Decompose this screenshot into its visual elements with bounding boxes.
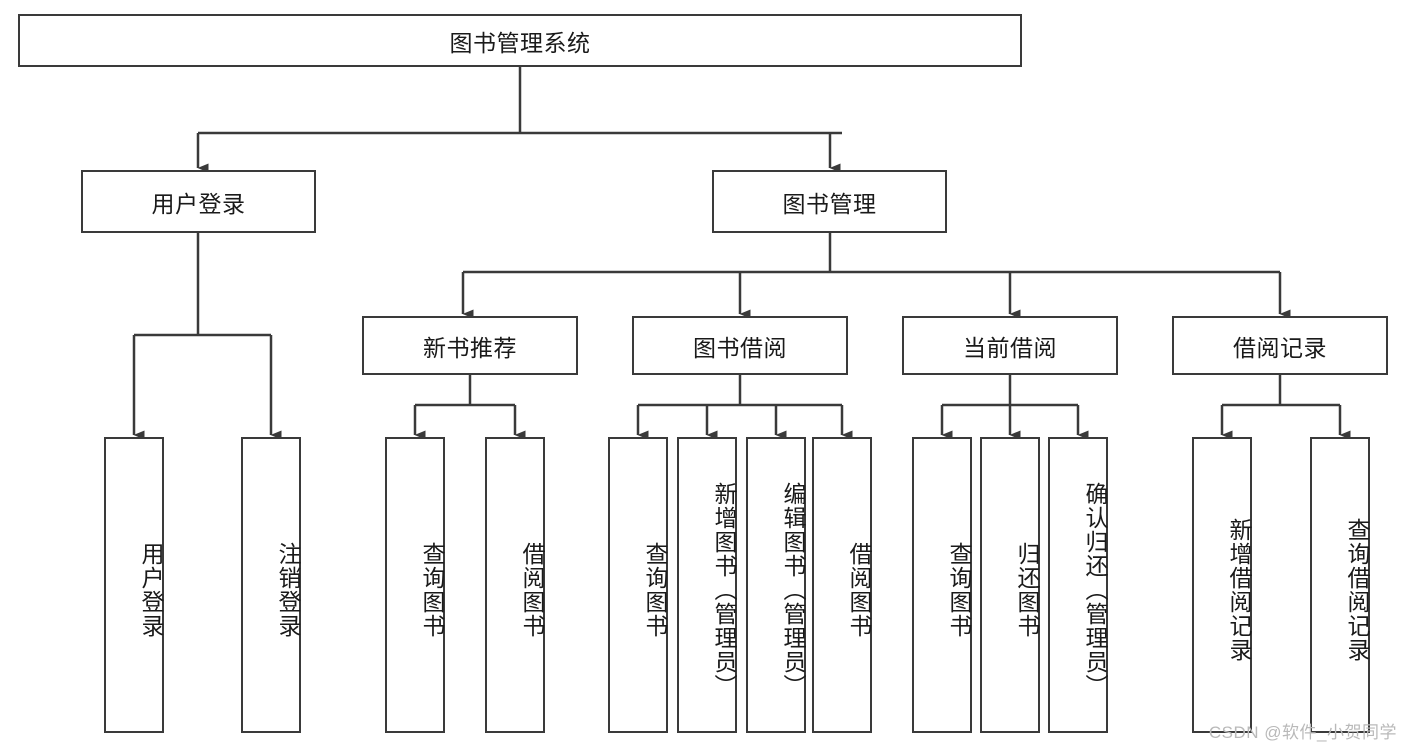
leaf-return-book[interactable]: 归还图书 <box>980 437 1040 733</box>
leaf-confirm-return-admin[interactable]: 确认归还（管理员） <box>1048 437 1108 733</box>
node-label: 归还图书 <box>1014 542 1040 638</box>
node-label: 查询图书 <box>419 542 445 638</box>
node-label: 用户登录 <box>138 542 164 638</box>
node-label: 确认归还（管理员） <box>1082 482 1108 698</box>
node-label: 新增借阅记录 <box>1226 518 1252 662</box>
leaf-logout[interactable]: 注销登录 <box>241 437 301 733</box>
leaf-edit-book-admin[interactable]: 编辑图书（管理员） <box>746 437 806 733</box>
node-label: 新书推荐 <box>423 334 517 361</box>
node-new-book-recommend[interactable]: 新书推荐 <box>362 316 578 375</box>
node-user-login[interactable]: 用户登录 <box>81 170 316 233</box>
leaf-user-login[interactable]: 用户登录 <box>104 437 164 733</box>
node-label: 编辑图书（管理员） <box>780 482 806 698</box>
node-label: 新增图书（管理员） <box>711 482 737 698</box>
node-label: 借阅图书 <box>846 542 872 638</box>
node-label: 图书管理 <box>782 190 877 217</box>
node-label: 查询图书 <box>946 542 972 638</box>
node-book-management[interactable]: 图书管理 <box>712 170 947 233</box>
watermark: CSDN @软件_小贺同学 <box>1208 723 1397 742</box>
leaf-add-book-admin[interactable]: 新增图书（管理员） <box>677 437 737 733</box>
node-borrow-record[interactable]: 借阅记录 <box>1172 316 1388 375</box>
leaf-query-book-current[interactable]: 查询图书 <box>912 437 972 733</box>
node-label: 当前借阅 <box>963 334 1057 361</box>
node-book-borrow[interactable]: 图书借阅 <box>632 316 848 375</box>
node-label: 查询借阅记录 <box>1344 518 1370 662</box>
leaf-query-borrow-record[interactable]: 查询借阅记录 <box>1310 437 1370 733</box>
leaf-add-borrow-record[interactable]: 新增借阅记录 <box>1192 437 1252 733</box>
node-label: 用户登录 <box>151 190 246 217</box>
node-book-management-system[interactable]: 图书管理系统 <box>18 14 1022 67</box>
node-label: 借阅记录 <box>1233 334 1327 361</box>
node-label: 图书借阅 <box>693 334 787 361</box>
node-label: 查询图书 <box>642 542 668 638</box>
node-label: 借阅图书 <box>519 542 545 638</box>
node-current-borrow[interactable]: 当前借阅 <box>902 316 1118 375</box>
leaf-query-book[interactable]: 查询图书 <box>608 437 668 733</box>
node-label: 图书管理系统 <box>449 29 591 56</box>
leaf-query-book-recommend[interactable]: 查询图书 <box>385 437 445 733</box>
leaf-borrow-book[interactable]: 借阅图书 <box>812 437 872 733</box>
leaf-borrow-book-recommend[interactable]: 借阅图书 <box>485 437 545 733</box>
node-label: 注销登录 <box>275 542 301 638</box>
